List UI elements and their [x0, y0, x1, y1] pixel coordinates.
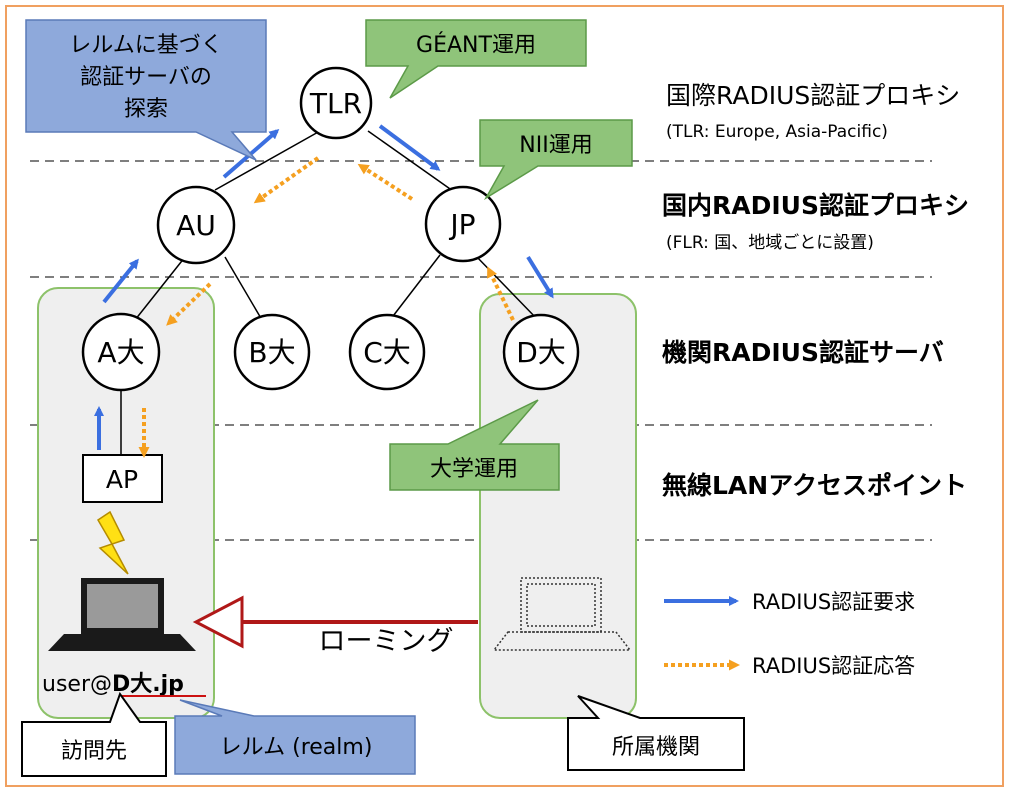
callout-realm-search-line1: レルムに基づく — [69, 33, 223, 58]
response-arrows — [138, 156, 515, 458]
roaming-label: ローミング — [319, 626, 454, 657]
callout-realm-search-line2: 認証サーバの — [80, 65, 212, 90]
callout-nii-label: NII運用 — [519, 133, 592, 158]
user-realm-domain: D大.jp — [112, 672, 184, 697]
callout-geant-label: GÉANT運用 — [416, 32, 536, 58]
node-au: AU — [156, 185, 236, 265]
response-arrow-tlr-to-au — [253, 156, 320, 204]
callout-visited-label: 訪問先 — [61, 739, 127, 764]
node-tlr: TLR — [299, 66, 373, 140]
callout-realm: レルム (realm) — [174, 699, 416, 775]
layer-national-title: 国内RADIUS認証プロキシ — [662, 191, 969, 220]
node-c-univ: C大 — [348, 313, 426, 391]
node-a-univ: A大 — [81, 312, 161, 392]
laptop-outline-icon — [492, 577, 632, 651]
access-point: AP — [82, 454, 163, 503]
node-b-label: B大 — [248, 336, 295, 369]
legend-response-label: RADIUS認証応答 — [752, 654, 915, 678]
callout-realm-search-line3: 探索 — [124, 97, 168, 122]
node-d-univ: D大 — [502, 313, 580, 391]
response-arrow-jp-to-tlr — [357, 163, 414, 201]
legend: RADIUS認証要求 RADIUS認証応答 — [664, 590, 915, 678]
request-arrow-jp-to-d — [526, 255, 554, 299]
callout-realm-search: レルムに基づく 認証サーバの 探索 — [25, 19, 267, 161]
node-c-label: C大 — [363, 336, 411, 369]
node-tlr-label: TLR — [309, 87, 362, 120]
roaming-arrow — [192, 595, 478, 649]
request-arrow-tlr-to-jp — [378, 124, 441, 171]
wireless-signal-icon — [96, 510, 129, 575]
layer-institution: 機関RADIUS認証サーバ — [662, 338, 944, 367]
callout-nii: NII運用 — [479, 119, 633, 201]
node-b-univ: B大 — [233, 313, 311, 391]
user-id: user@D大.jp — [42, 672, 184, 697]
node-d-label: D大 — [516, 336, 566, 369]
laptop-icon — [48, 578, 196, 651]
legend-request-label: RADIUS認証要求 — [752, 590, 915, 614]
callout-geant: GÉANT運用 — [365, 19, 587, 99]
callout-univ-label: 大学運用 — [430, 457, 518, 482]
access-point-label: AP — [106, 465, 138, 494]
layer-wlan: 無線LANアクセスポイント — [662, 471, 967, 500]
request-arrow-a-to-au — [102, 258, 139, 304]
callout-visited: 訪問先 — [21, 691, 167, 777]
layer-intl-title: 国際RADIUS認証プロキシ — [666, 81, 960, 110]
callout-univ: 大学運用 — [389, 399, 560, 491]
request-arrows — [94, 124, 554, 450]
outer-frame — [5, 5, 1004, 787]
callout-realm-label: レルム (realm) — [220, 735, 373, 760]
layer-intl-sub: (TLR: Europe, Asia-Pacific) — [666, 122, 888, 142]
response-arrow-d-to-jp — [487, 266, 515, 321]
node-a-label: A大 — [97, 336, 144, 369]
callout-home: 所属機関 — [567, 695, 745, 771]
home-institution-panel — [479, 293, 637, 719]
layer-national-sub: (FLR: 国、地域ごとに設置) — [666, 233, 874, 253]
node-jp-label: JP — [448, 208, 475, 241]
tree-edges — [120, 130, 539, 455]
response-arrow-au-to-a — [166, 282, 212, 326]
node-au-label: AU — [176, 209, 216, 242]
callout-home-label: 所属機関 — [612, 735, 700, 760]
node-jp: JP — [424, 185, 502, 263]
